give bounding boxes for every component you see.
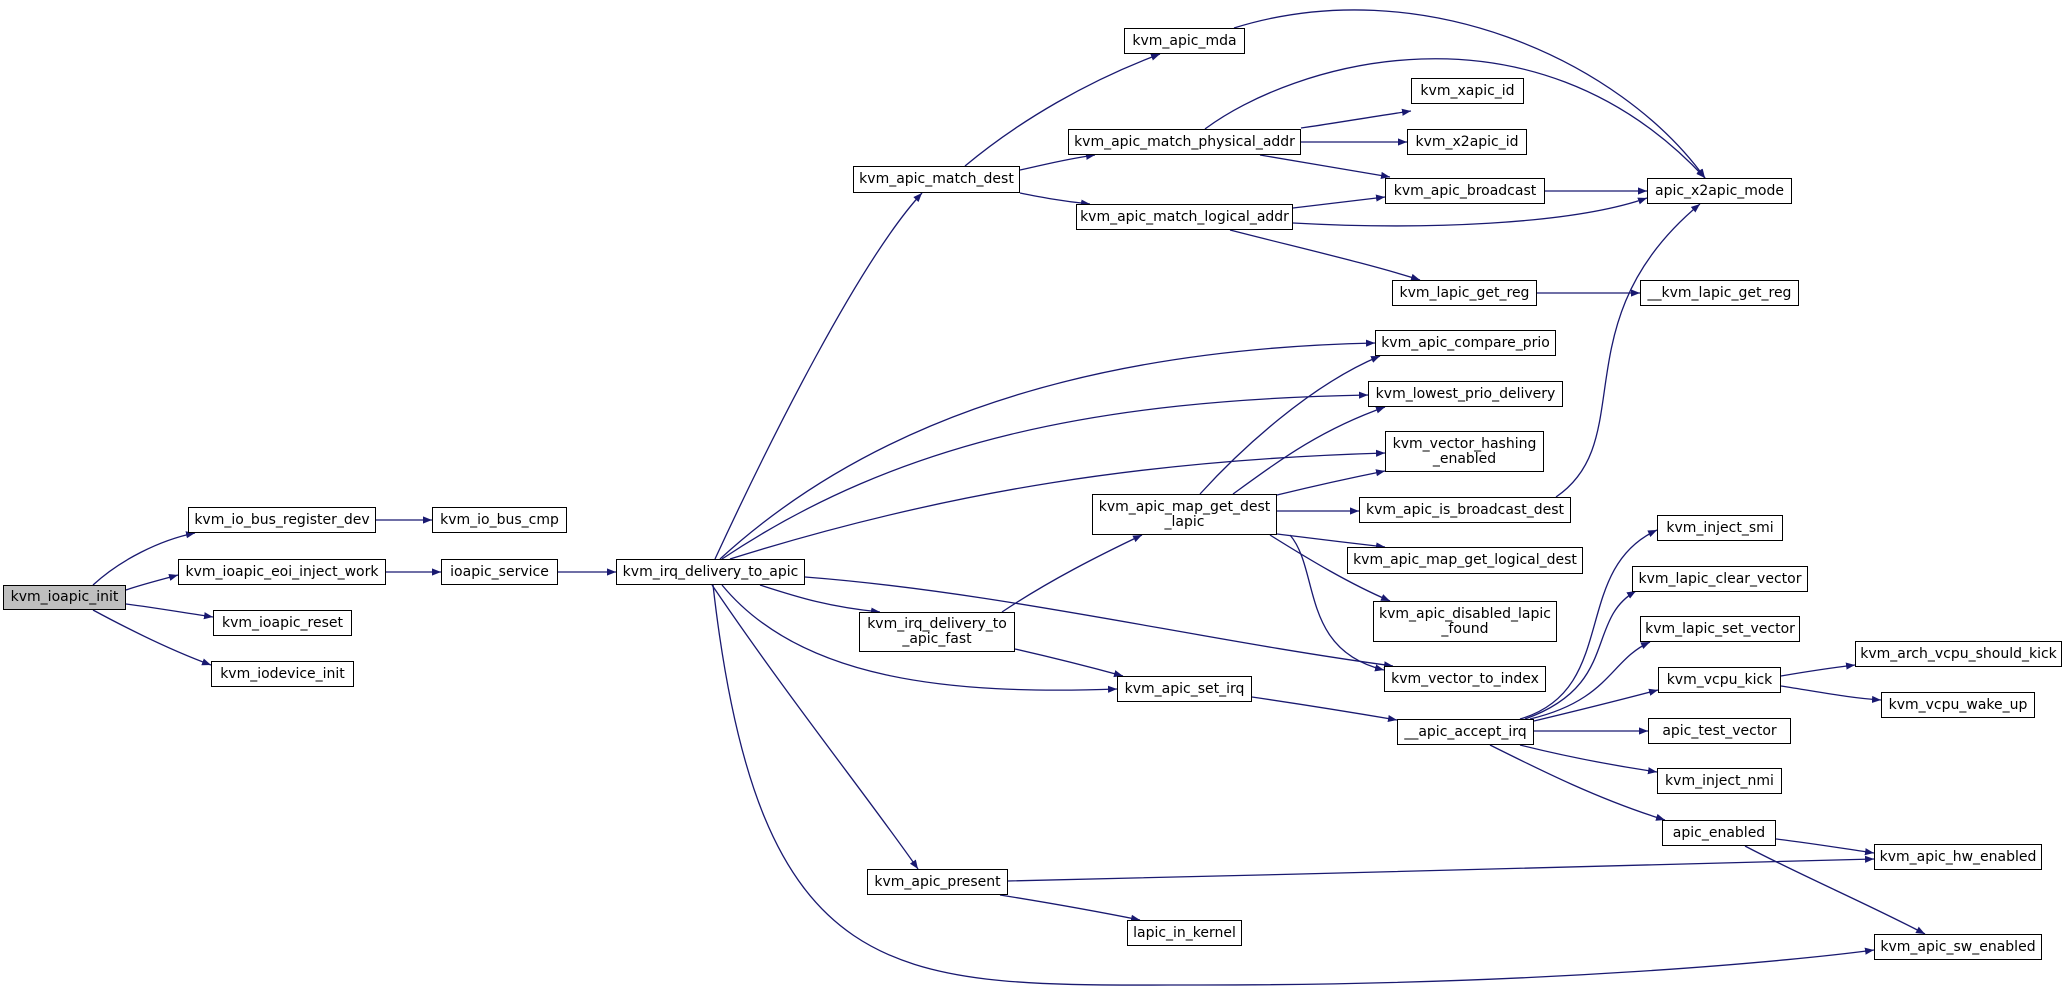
node-kvm-apic-match-logical-addr[interactable]: kvm_apic_match_logical_addr (1076, 204, 1293, 230)
edge-__apic_accept_irq-to-apic_enabled (1489, 744, 1666, 821)
node-kvm-lapic-clear-vector[interactable]: kvm_lapic_clear_vector (1632, 566, 1808, 592)
node-kvm-x2apic-id[interactable]: kvm_x2apic_id (1407, 129, 1527, 155)
node-kvm-apic-map-get-dest-lapic[interactable]: kvm_apic_map_get_dest _lapic (1092, 494, 1277, 535)
edge-kvm_ioapic_init-to-kvm_io_bus_register_dev (92, 531, 196, 586)
edge-kvm_apic_present-to-lapic_in_kernel (999, 894, 1141, 922)
node-kvm-apic-mda[interactable]: kvm_apic_mda (1124, 28, 1245, 54)
edge-kvm_irq_delivery_to_apic_fast-to-kvm_apic_map_get_dest_lapic (1001, 534, 1143, 613)
node-kvm-apic-map-get-logical-dest[interactable]: kvm_apic_map_get_logical_dest (1347, 547, 1583, 574)
edge-kvm_apic_map_get_dest_lapic-to-kvm_apic_map_get_logical_dest (1276, 533, 1386, 550)
edge-kvm_apic_map_get_dest_lapic-to-kvm_lowest_prio_delivery (1232, 406, 1386, 495)
node-kvm-apic-hw-enabled[interactable]: kvm_apic_hw_enabled (1874, 844, 2042, 870)
edge-kvm_apic_match_dest-to-kvm_apic_match_physical_addr (1019, 152, 1096, 171)
node-kvm-apic-match-dest[interactable]: kvm_apic_match_dest (853, 166, 1020, 193)
edge-kvm_apic_map_get_dest_lapic-to-kvm_vector_hashing_enabled (1276, 469, 1386, 496)
node-kvm-vcpu-wake-up[interactable]: kvm_vcpu_wake_up (1881, 692, 2035, 718)
node-kvm-apic-sw-enabled[interactable]: kvm_apic_sw_enabled (1874, 934, 2042, 960)
edge-kvm_irq_delivery_to_apic-to-kvm_lowest_prio_delivery (721, 391, 1369, 560)
node-kvm-ioapic-eoi-inject-work[interactable]: kvm_ioapic_eoi_inject_work (178, 559, 386, 585)
node-kvm-lapic-set-vector[interactable]: kvm_lapic_set_vector (1640, 616, 1800, 642)
edge-kvm_apic_mda-to-apic_x2apic_mode (1233, 9, 1706, 179)
edge-kvm_vcpu_kick-to-kvm_arch_vcpu_should_kick (1780, 662, 1856, 677)
edge-kvm_apic_match_physical_addr-to-kvm_apic_broadcast (1259, 154, 1391, 179)
node-kvm-apic-compare-prio[interactable]: kvm_apic_compare_prio (1375, 330, 1556, 356)
node-kvm-lowest-prio-delivery[interactable]: kvm_lowest_prio_delivery (1368, 381, 1563, 407)
edge-kvm_apic_match_logical_addr-to-apic_x2apic_mode (1292, 197, 1648, 227)
edge-kvm_apic_map_get_dest_lapic-to-kvm_apic_disabled_lapic_found (1269, 534, 1391, 602)
edge-kvm_irq_delivery_to_apic-to-kvm_apic_sw_enabled (712, 584, 1875, 986)
node-kvm-xapic-id[interactable]: kvm_xapic_id (1411, 78, 1524, 104)
edge-__apic_accept_irq-to-kvm_inject_nmi (1519, 744, 1658, 775)
node-kvm-apic-match-physical-addr[interactable]: kvm_apic_match_physical_addr (1068, 129, 1301, 155)
edge-__apic_accept_irq-to-kvm_lapic_set_vector (1529, 641, 1651, 720)
edge-kvm_apic_match_logical_addr-to-kvm_lapic_get_reg (1229, 229, 1421, 281)
node-kvm-vcpu-kick[interactable]: kvm_vcpu_kick (1658, 667, 1781, 693)
edge-kvm_irq_delivery_to_apic-to-kvm_vector_to_index (804, 576, 1394, 669)
edge-kvm_ioapic_init-to-kvm_ioapic_reset (125, 603, 214, 620)
edge-kvm_irq_delivery_to_apic-to-kvm_irq_delivery_to_apic_fast (759, 584, 881, 615)
edge-__apic_accept_irq-to-kvm_lapic_clear_vector (1524, 590, 1637, 720)
edge-kvm_irq_delivery_to_apic-to-kvm_apic_set_irq (721, 584, 1118, 693)
node-kvm-lapic-get-reg[interactable]: kvm_lapic_get_reg (1392, 280, 1537, 306)
edge-kvm_apic_match_logical_addr-to-kvm_apic_broadcast (1292, 194, 1386, 209)
edge-kvm_ioapic_init-to-kvm_ioapic_eoi_inject_work (125, 573, 179, 591)
node-apic-accept-irq[interactable]: __apic_accept_irq (1397, 719, 1534, 745)
node-kvm-apic-broadcast[interactable]: kvm_apic_broadcast (1385, 178, 1545, 204)
node-kvm-lapic-get-reg[interactable]: __kvm_lapic_get_reg (1640, 280, 1799, 306)
node-kvm-apic-disabled-lapic-found[interactable]: kvm_apic_disabled_lapic _found (1373, 601, 1557, 642)
node-apic-test-vector[interactable]: apic_test_vector (1648, 718, 1791, 744)
node-apic-enabled[interactable]: apic_enabled (1662, 820, 1776, 846)
node-kvm-ioapic-reset[interactable]: kvm_ioapic_reset (213, 610, 352, 636)
edge-kvm_apic_set_irq-to-__apic_accept_irq (1251, 696, 1398, 723)
node-kvm-apic-is-broadcast-dest[interactable]: kvm_apic_is_broadcast_dest (1359, 497, 1571, 523)
edge-apic_enabled-to-kvm_apic_hw_enabled (1775, 838, 1875, 856)
node-kvm-inject-nmi[interactable]: kvm_inject_nmi (1657, 768, 1782, 794)
node-kvm-irq-delivery-to-apic-fast[interactable]: kvm_irq_delivery_to _apic_fast (859, 612, 1015, 652)
node-lapic-in-kernel[interactable]: lapic_in_kernel (1127, 920, 1242, 946)
node-kvm-io-bus-register-dev[interactable]: kvm_io_bus_register_dev (188, 507, 376, 533)
edge-apic_enabled-to-kvm_apic_sw_enabled (1744, 845, 1926, 935)
edge-kvm_apic_match_physical_addr-to-apic_x2apic_mode (1204, 58, 1706, 179)
edges (92, 9, 1926, 986)
edge-kvm_apic_map_get_dest_lapic-to-kvm_apic_compare_prio (1199, 355, 1381, 495)
node-ioapic-service[interactable]: ioapic_service (441, 559, 558, 585)
edge-kvm_apic_match_physical_addr-to-kvm_xapic_id (1300, 108, 1412, 129)
edge-kvm_irq_delivery_to_apic-to-kvm_apic_present (711, 584, 919, 870)
edge-kvm_ioapic_init-to-kvm_iodevice_init (92, 609, 212, 666)
edge-kvm_vcpu_kick-to-kvm_vcpu_wake_up (1780, 685, 1882, 704)
edge-kvm_apic_map_get_dest_lapic-to-kvm_vector_to_index (1289, 534, 1385, 672)
node-kvm-iodevice-init[interactable]: kvm_iodevice_init (211, 661, 354, 687)
node-kvm-apic-set-irq[interactable]: kvm_apic_set_irq (1117, 676, 1252, 702)
node-kvm-vector-to-index[interactable]: kvm_vector_to_index (1384, 666, 1546, 692)
edge-kvm_irq_delivery_to_apic-to-kvm_apic_compare_prio (719, 339, 1376, 560)
edge-kvm_irq_delivery_to_apic-to-kvm_vector_hashing_enabled (729, 449, 1386, 560)
node-kvm-apic-present[interactable]: kvm_apic_present (867, 869, 1008, 895)
node-kvm-io-bus-cmp[interactable]: kvm_io_bus_cmp (432, 507, 567, 533)
edge-__apic_accept_irq-to-kvm_vcpu_kick (1533, 688, 1659, 722)
edge-kvm_apic_is_broadcast_dest-to-apic_x2apic_mode (1555, 203, 1701, 498)
edge-kvm_irq_delivery_to_apic_fast-to-kvm_apic_set_irq (1014, 648, 1124, 678)
edge-__apic_accept_irq-to-kvm_inject_smi (1519, 529, 1658, 720)
edge-kvm_irq_delivery_to_apic-to-kvm_apic_match_dest (714, 192, 923, 560)
node-apic-x2apic-mode[interactable]: apic_x2apic_mode (1647, 178, 1792, 204)
edge-kvm_apic_present-to-kvm_apic_hw_enabled (1007, 855, 1875, 882)
node-kvm-inject-smi[interactable]: kvm_inject_smi (1657, 515, 1783, 541)
node-kvm-irq-delivery-to-apic[interactable]: kvm_irq_delivery_to_apic (616, 559, 805, 585)
node-kvm-arch-vcpu-should-kick[interactable]: kvm_arch_vcpu_should_kick (1855, 641, 2062, 667)
node-kvm-vector-hashing-enabled[interactable]: kvm_vector_hashing _enabled (1385, 431, 1544, 472)
node-kvm-ioapic-init[interactable]: kvm_ioapic_init (3, 585, 126, 610)
edge-kvm_apic_match_dest-to-kvm_apic_match_logical_addr (1019, 192, 1091, 207)
edge-kvm_apic_match_dest-to-kvm_apic_mda (964, 53, 1161, 167)
